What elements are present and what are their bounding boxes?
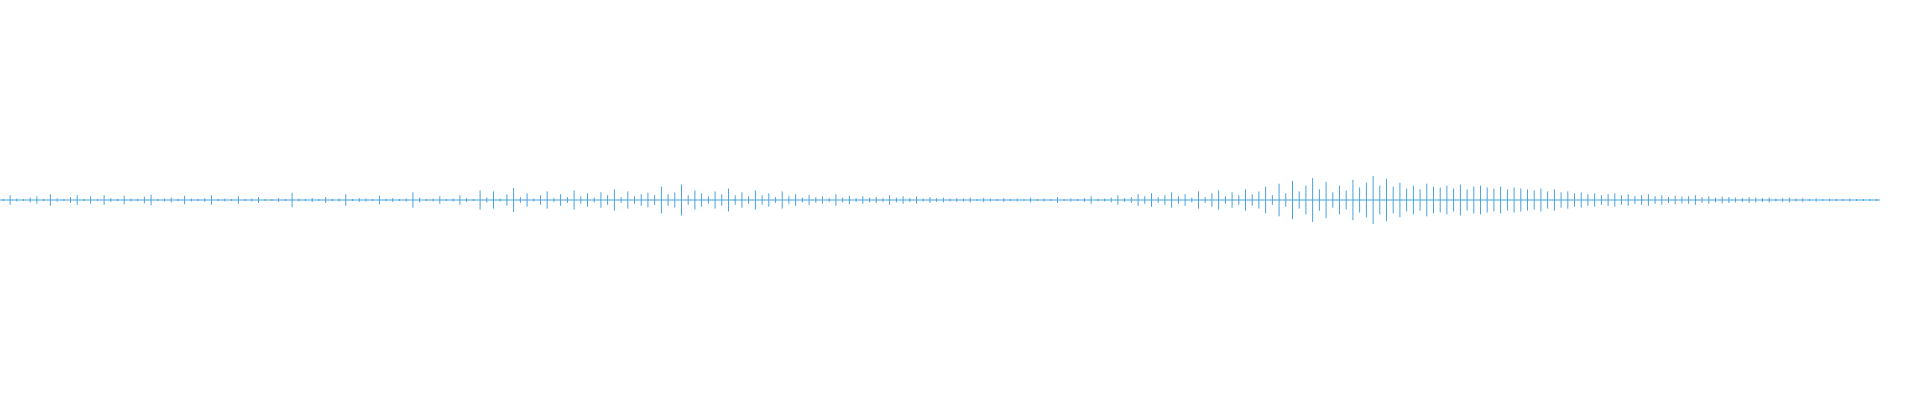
waveform-bars: [2, 176, 1878, 224]
